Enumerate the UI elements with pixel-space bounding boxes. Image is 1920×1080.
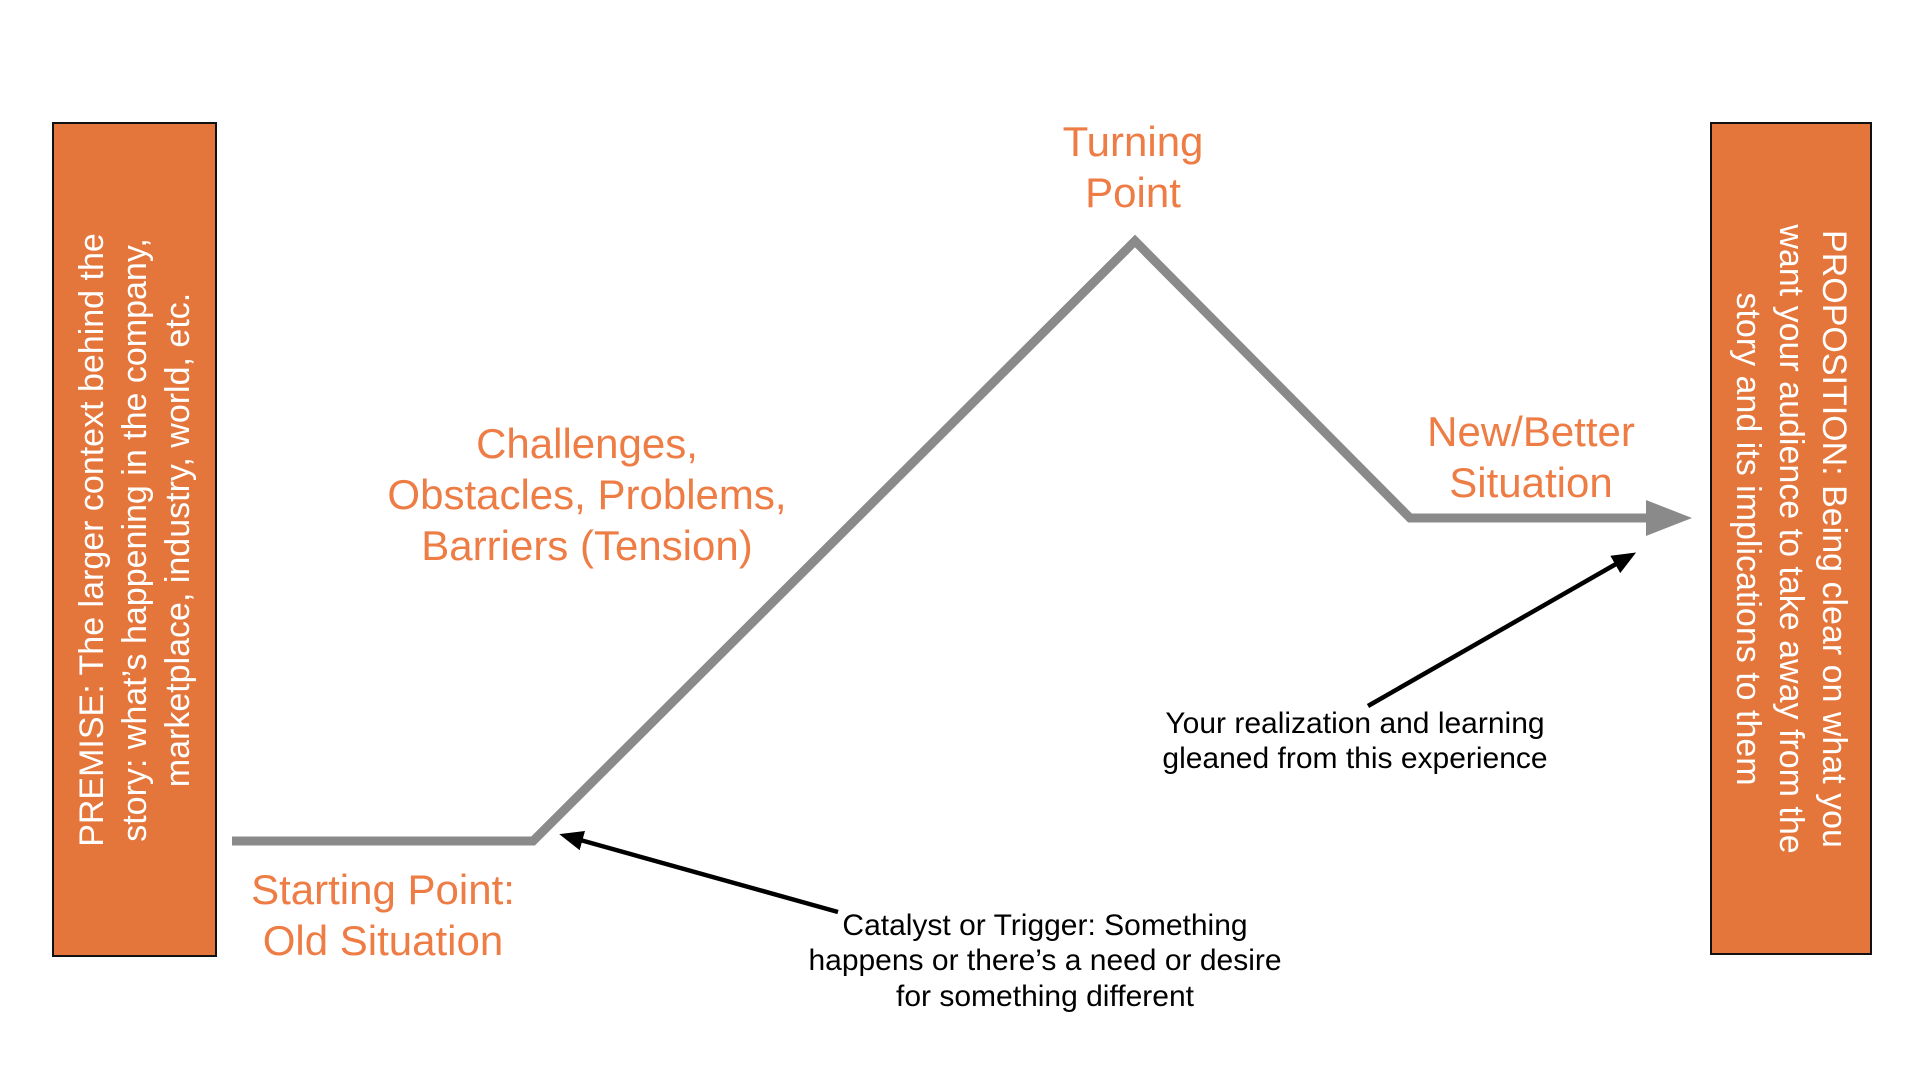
realization-annotation-text: Your realization and learning gleaned fr… <box>1162 707 1548 776</box>
realization-annotation-arrow <box>1366 552 1637 708</box>
challenges-label: Challenges, Obstacles, Problems, Barrier… <box>387 420 787 570</box>
proposition-bar-text: PROPOSITION: Being clear on what you wan… <box>1729 223 1854 854</box>
turning-point-label: Turning Point <box>1062 118 1204 217</box>
proposition-bar: PROPOSITION: Being clear on what you wan… <box>1710 122 1872 955</box>
starting-point-label: Starting Point: Old Situation <box>251 866 515 965</box>
premise-bar: PREMISE: The larger context behind the s… <box>52 122 217 957</box>
premise-bar-text: PREMISE: The larger context behind the s… <box>72 232 196 847</box>
catalyst-annotation-text: Catalyst or Trigger: Something happens o… <box>808 909 1282 1013</box>
catalyst-annotation-arrow <box>559 830 839 915</box>
new-better-situation-label: New/Better Situation <box>1427 408 1635 507</box>
